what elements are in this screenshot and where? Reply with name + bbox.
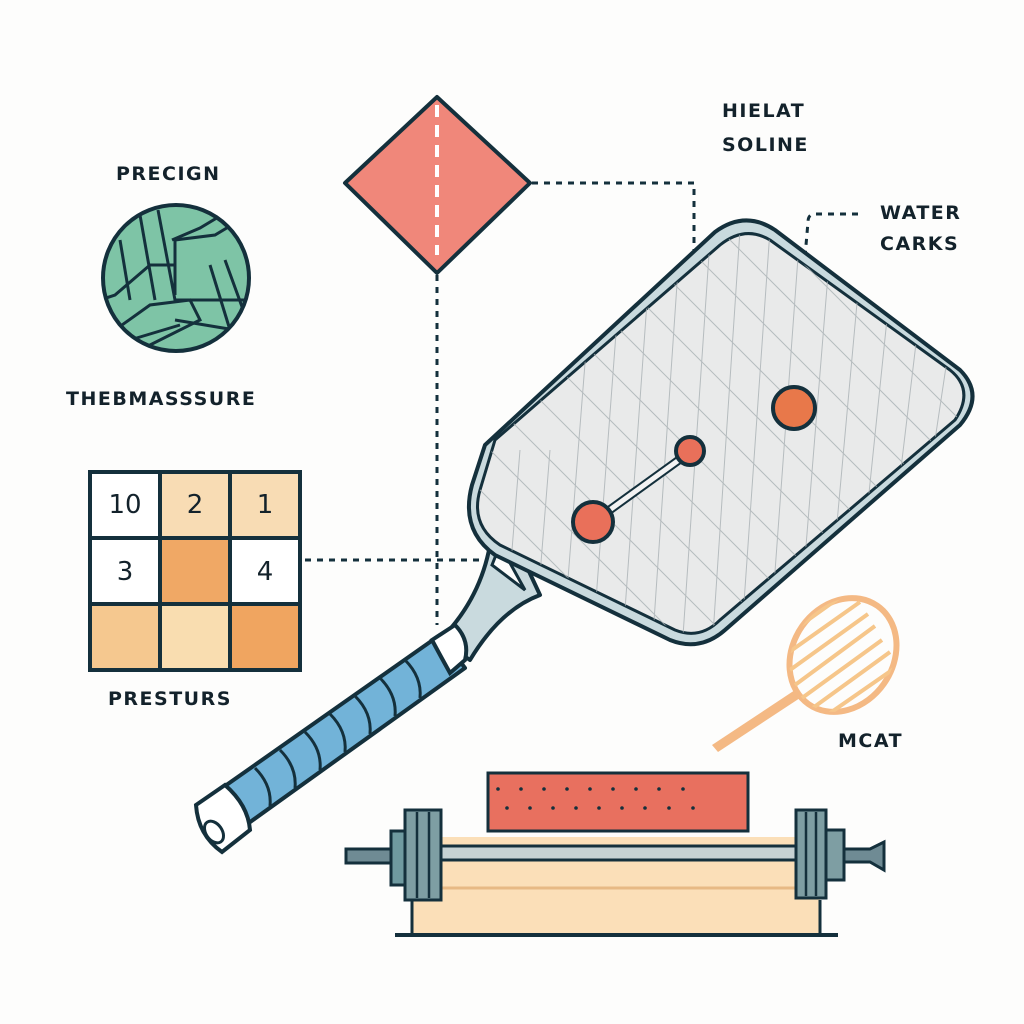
label-water-line2: CARKS — [880, 233, 960, 255]
label-hielat-line1: HIELAT — [722, 100, 806, 122]
grid-cell-value: 2 — [186, 490, 204, 520]
diamond-shape — [343, 95, 532, 275]
barbell-bench — [344, 771, 886, 937]
grid-cell-value: 10 — [108, 490, 142, 520]
grid-cell-value: 4 — [256, 557, 274, 587]
label-water-line1: WATER — [880, 202, 962, 224]
pressure-grid — [88, 470, 302, 672]
label-presturs: PRESTURS — [108, 688, 232, 710]
label-precign: PRECIGN — [116, 163, 221, 185]
label-thermassure: THEBMASSSURE — [66, 388, 257, 410]
grid-cell-value: 1 — [256, 490, 274, 520]
tennis-racket-icon — [712, 578, 902, 752]
marker-water — [771, 385, 817, 431]
label-mcat: MCAT — [838, 730, 904, 752]
textured-ball-icon — [101, 203, 251, 353]
paddle-grip — [193, 622, 469, 855]
marker-large — [571, 500, 615, 544]
label-hielat-line2: SOLINE — [722, 134, 809, 156]
marker-small — [674, 435, 706, 467]
grid-cell-value: 3 — [116, 557, 134, 587]
paddle-illustration — [438, 218, 975, 662]
